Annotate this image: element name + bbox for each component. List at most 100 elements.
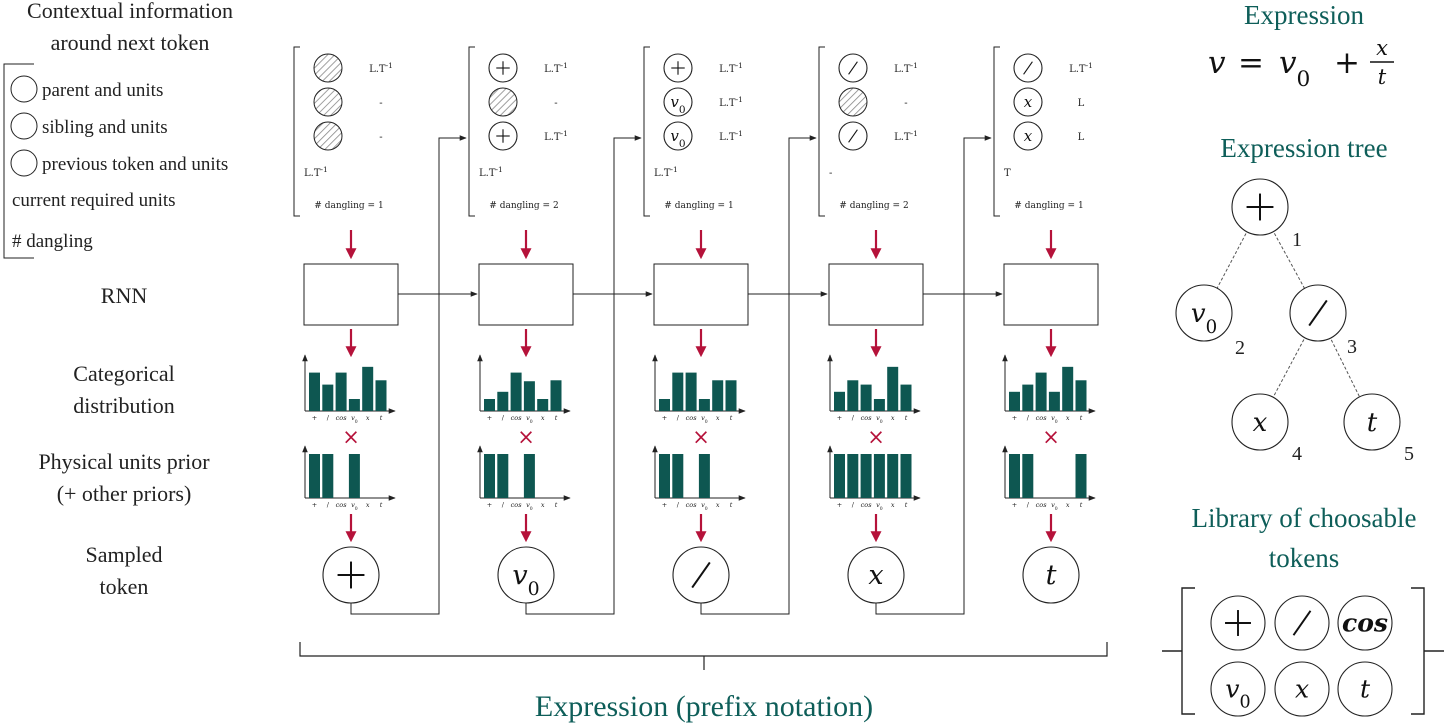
- tick-label: x: [716, 414, 720, 422]
- tick-label: +: [312, 414, 317, 422]
- bar-3: [873, 454, 885, 498]
- tick-label: x: [366, 414, 370, 422]
- bar-3: [523, 381, 535, 411]
- bar-1: [847, 380, 859, 411]
- bar-0: [484, 454, 495, 498]
- rnn-cell: [478, 263, 574, 326]
- sampled-token-slash: [691, 561, 711, 589]
- context-units: -: [904, 98, 907, 109]
- row-label-categorical-2: distribution: [73, 393, 174, 418]
- tick-label: x: [1066, 501, 1070, 509]
- tick-label: +: [837, 501, 842, 509]
- tick-label: t: [380, 414, 383, 422]
- library-token-6: t: [1337, 661, 1393, 717]
- tick-label: /: [327, 414, 330, 422]
- context-bracket: [818, 46, 825, 217]
- tick-label: v0: [351, 414, 358, 425]
- bar-2: [1035, 372, 1047, 411]
- bar-3: [523, 454, 535, 498]
- library-token-4-circle: [1210, 661, 1266, 717]
- context-token-label: v0: [670, 127, 685, 150]
- bar-0: [1009, 391, 1020, 411]
- rnn-cell: [303, 263, 399, 326]
- bar-0: [309, 372, 320, 411]
- tree-node-5: t: [1343, 393, 1401, 451]
- library-token-5-circle: [1274, 661, 1330, 717]
- tick-label: x: [716, 501, 720, 509]
- legend-item-required: current required units: [12, 190, 176, 211]
- tree-node-5-circle: [1343, 393, 1401, 451]
- bar-1: [1022, 384, 1034, 411]
- tick-label: +: [1012, 501, 1017, 509]
- tick-label: x: [366, 501, 370, 509]
- dangling-count: # dangling = 1: [1014, 201, 1083, 211]
- library-token-6-circle: [1337, 661, 1393, 717]
- feedback-arrow: [875, 135, 992, 615]
- bar-1: [497, 454, 509, 498]
- tick-label: x: [1066, 414, 1070, 422]
- library-token-3-circle: [1337, 595, 1393, 651]
- context-token: v0: [663, 121, 693, 151]
- bar-3: [1048, 391, 1060, 411]
- tree-node-4: x: [1231, 393, 1289, 451]
- context-units: L.T-1: [1069, 61, 1093, 76]
- tree-node-2-label: v0: [1191, 299, 1217, 338]
- bar-4: [362, 366, 374, 411]
- context-units: L.T-1: [719, 95, 743, 110]
- library-token-2: [1274, 595, 1330, 651]
- tick-label: +: [487, 501, 492, 509]
- required-units: T: [1004, 168, 1011, 179]
- tick-label: /: [677, 414, 680, 422]
- row-label-rnn: RNN: [101, 283, 148, 308]
- row-label-sampled-2: token: [100, 574, 149, 599]
- legend-circle-parent: [10, 75, 38, 103]
- bar-5: [550, 380, 562, 411]
- context-token: [838, 121, 868, 151]
- bar-4: [712, 380, 724, 411]
- tick-label: /: [502, 414, 505, 422]
- bar-3: [348, 454, 360, 498]
- library-token-4-label: v0: [1225, 675, 1250, 713]
- tick-label: cos: [511, 501, 523, 509]
- context-bracket: [643, 46, 650, 217]
- times-symbol: ×: [867, 425, 885, 449]
- bar-5: [375, 380, 387, 411]
- context-empty-slot: [313, 53, 343, 83]
- bar-1: [322, 384, 334, 411]
- tick-label: cos: [1036, 501, 1048, 509]
- library-token-2-slash: [1292, 610, 1312, 636]
- bar-1: [322, 454, 334, 498]
- tick-label: v0: [1051, 414, 1058, 425]
- rnn-cell: [828, 263, 924, 326]
- times-symbol: ×: [517, 425, 535, 449]
- bar-5: [900, 454, 912, 498]
- feedback-arrow: [525, 135, 642, 615]
- context-units: L.T-1: [544, 61, 568, 76]
- times-symbol: ×: [692, 425, 710, 449]
- bar-4: [1062, 366, 1074, 411]
- bar-4: [887, 454, 899, 498]
- row-label-sampled-1: Sampled: [86, 542, 163, 567]
- tick-label: cos: [861, 414, 873, 422]
- context-units: L.T-1: [369, 61, 393, 76]
- expression-denominator: t: [1378, 65, 1387, 89]
- library-title-line2: tokens: [1269, 543, 1340, 573]
- rnn-cell: [1003, 263, 1099, 326]
- context-units: L.T-1: [544, 129, 568, 144]
- bar-2: [335, 372, 347, 411]
- library-token-3: cos: [1337, 595, 1393, 651]
- context-token-slash: [1023, 61, 1033, 75]
- context-token: [838, 53, 868, 83]
- tick-label: /: [327, 501, 330, 509]
- tree-node-index: 2: [1235, 337, 1245, 359]
- legend-title-line2: around next token: [51, 30, 210, 55]
- sampled-token: [322, 546, 380, 604]
- tree-node-2: v0: [1175, 284, 1233, 342]
